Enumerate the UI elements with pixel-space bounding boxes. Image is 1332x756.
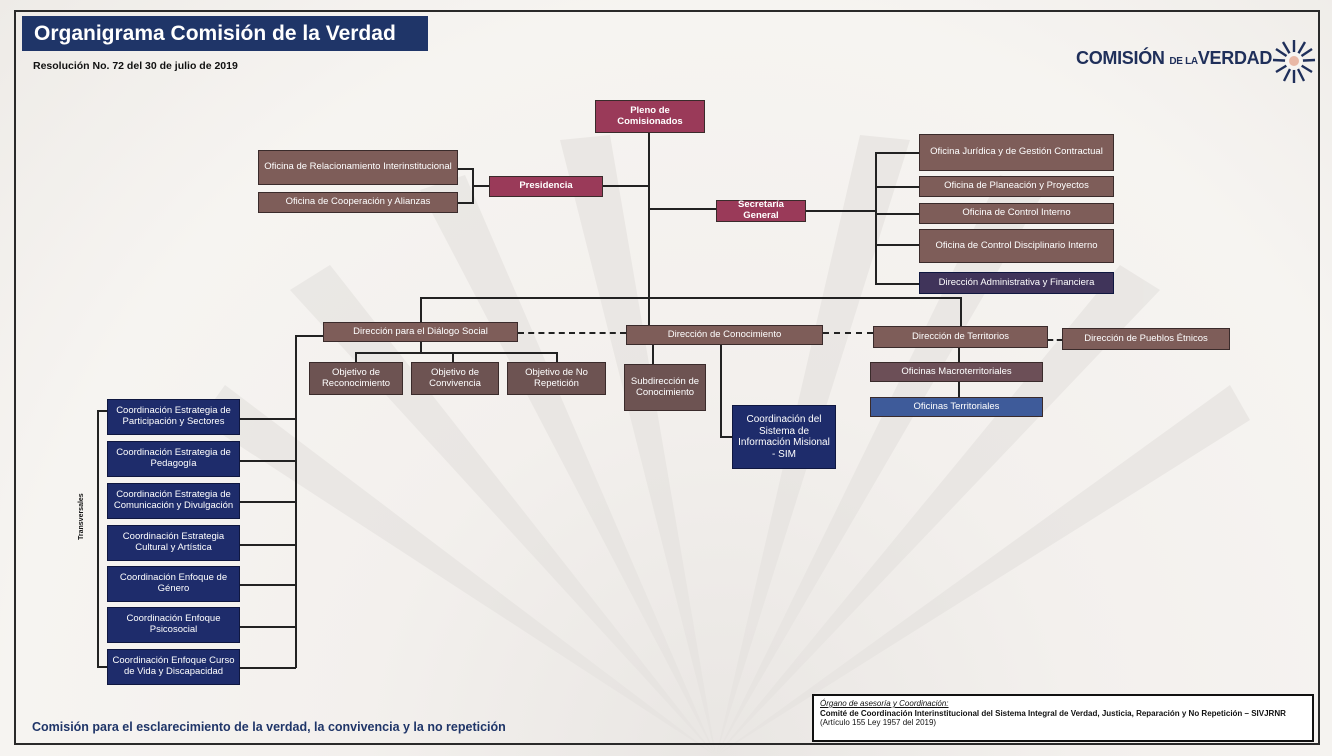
objetivo-no-repeticion-box[interactable]: Objetivo de No Repetición bbox=[507, 362, 606, 395]
coordinacion-psicosocial-box[interactable]: Coordinación Enfoque Psicosocial bbox=[107, 607, 240, 643]
note-title: Órgano de asesoría y Coordinación: bbox=[820, 699, 949, 708]
page-frame bbox=[14, 10, 1320, 745]
subdireccion-conocimiento-box[interactable]: Subdirección de Conocimiento bbox=[624, 364, 706, 411]
oficina-relacionamiento-box[interactable]: Oficina de Relacionamiento Interinstituc… bbox=[258, 150, 458, 185]
oficina-control-disciplinario-box[interactable]: Oficina de Control Disciplinario Interno bbox=[919, 229, 1114, 263]
direccion-conocimiento-box[interactable]: Dirección de Conocimiento bbox=[626, 325, 823, 345]
note-body: Comité de Coordinación Interinstituciona… bbox=[820, 708, 1286, 728]
secretaria-general-box[interactable]: Secretaría General bbox=[716, 199, 806, 222]
presidencia-box[interactable]: Presidencia bbox=[489, 176, 603, 197]
coordinacion-participacion-box[interactable]: Coordinación Estrategia de Participación… bbox=[107, 399, 240, 435]
objetivo-reconocimiento-box[interactable]: Objetivo de Reconocimiento bbox=[309, 362, 403, 395]
footer-text: Comisión para el esclarecimiento de la v… bbox=[32, 720, 506, 734]
oficina-juridica-box[interactable]: Oficina Jurídica y de Gestión Contractua… bbox=[919, 134, 1114, 171]
transversales-label: Transversales bbox=[78, 493, 85, 540]
logo-wordmark: COMISIÓN DE LAVERDAD bbox=[1076, 48, 1273, 68]
objetivo-convivencia-box[interactable]: Objetivo de Convivencia bbox=[411, 362, 499, 395]
advisory-note: Órgano de asesoría y Coordinación: Comit… bbox=[812, 694, 1314, 742]
coordinacion-sim-box[interactable]: Coordinación del Sistema de Información … bbox=[732, 405, 836, 469]
oficina-control-interno-box[interactable]: Oficina de Control Interno bbox=[919, 203, 1114, 224]
oficina-planeacion-box[interactable]: Oficina de Planeación y Proyectos bbox=[919, 176, 1114, 197]
direccion-territorios-box[interactable]: Dirección de Territorios bbox=[873, 326, 1048, 348]
resolution-subtitle: Resolución No. 72 del 30 de julio de 201… bbox=[33, 60, 238, 72]
coordinacion-comunicacion-box[interactable]: Coordinación Estrategia de Comunicación … bbox=[107, 483, 240, 519]
oficinas-territoriales-box[interactable]: Oficinas Territoriales bbox=[870, 397, 1043, 417]
oficinas-macroterritoriales-box[interactable]: Oficinas Macroterritoriales bbox=[870, 362, 1043, 382]
page-title: Organigrama Comisión de la Verdad bbox=[22, 16, 428, 51]
coordinacion-cultural-box[interactable]: Coordinación Estrategia Cultural y Artís… bbox=[107, 525, 240, 561]
direccion-administrativa-box[interactable]: Dirección Administrativa y Financiera bbox=[919, 272, 1114, 294]
direccion-dialogo-social-box[interactable]: Dirección para el Diálogo Social bbox=[323, 322, 518, 342]
coordinacion-pedagogia-box[interactable]: Coordinación Estrategia de Pedagogía bbox=[107, 441, 240, 477]
comision-logo: COMISIÓN DE LAVERDAD bbox=[1076, 38, 1316, 88]
pleno-comisionados-box[interactable]: Pleno de Comisionados bbox=[595, 100, 705, 133]
direccion-pueblos-etnicos-box[interactable]: Dirección de Pueblos Étnicos bbox=[1062, 328, 1230, 350]
coordinacion-genero-box[interactable]: Coordinación Enfoque de Género bbox=[107, 566, 240, 602]
oficina-cooperacion-box[interactable]: Oficina de Cooperación y Alianzas bbox=[258, 192, 458, 213]
sun-rays-icon bbox=[1272, 40, 1316, 83]
coordinacion-curso-vida-box[interactable]: Coordinación Enfoque Curso de Vida y Dis… bbox=[107, 649, 240, 685]
